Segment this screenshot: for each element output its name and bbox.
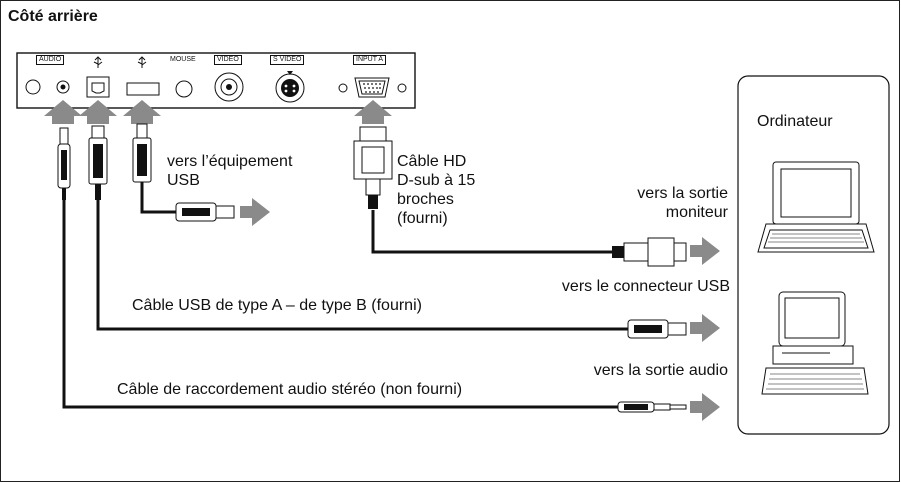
usb-equipment-cable-line: [140, 180, 176, 214]
panel-label-audio: AUDIO: [36, 55, 65, 65]
usb-a-plug-computer: [627, 319, 687, 339]
vga-cable-line: [371, 210, 612, 254]
label-audio-out: vers la sortie audio: [593, 362, 728, 379]
usb-a-plug-vertical: [132, 123, 152, 183]
input-a-screw-left: [338, 83, 348, 93]
vga-plug-vertical: [353, 126, 393, 209]
panel-label-mouse: MOUSE: [170, 56, 196, 63]
panel-label-s-video: S VIDEO: [270, 55, 305, 65]
usb-symbol-icon: [93, 56, 147, 68]
vga-plug-computer: [612, 237, 687, 267]
usb-b-port-inner: [91, 82, 105, 94]
desktop-computer-icon: [761, 291, 869, 395]
cables: [62, 180, 628, 409]
panel-hole-left: [25, 79, 41, 95]
computer-label: Ordinateur: [757, 113, 833, 130]
panel-label-input-a: INPUT A: [353, 55, 387, 65]
panel-label-video: VIDEO: [214, 55, 242, 65]
panel-arrows: [44, 100, 392, 124]
label-monitor-out: vers la sortie moniteur: [637, 185, 728, 221]
audio-jack-center: [60, 84, 66, 90]
right-arrows: [240, 198, 720, 421]
laptop-icon: [757, 161, 875, 253]
usb-a-port: [126, 82, 160, 96]
rear-panel: [16, 52, 416, 109]
usb-a-plug-equipment: [175, 202, 235, 222]
usb-ab-cable-line: [96, 200, 628, 331]
usb-b-plug-vertical: [88, 125, 108, 200]
input-a-screw-right: [397, 83, 407, 93]
label-hd-cable: Câble HD D-sub à 15 broches (fourni): [397, 153, 476, 227]
panel-body: [16, 52, 416, 109]
audio-cable-line: [62, 200, 618, 409]
label-usb-connector: vers le connecteur USB: [561, 278, 730, 295]
label-usb-cable: Câble USB de type A – de type B (fourni): [132, 297, 422, 314]
mouse-port: [175, 80, 193, 98]
label-audio-cable: Câble de raccordement audio stéréo (non …: [117, 381, 463, 398]
label-usb-equipment: vers l’équipement USB: [167, 153, 293, 189]
audio-plug-computer: [617, 401, 687, 413]
diagram-title: Côté arrière: [8, 8, 98, 25]
audio-plug-vertical: [57, 127, 71, 200]
